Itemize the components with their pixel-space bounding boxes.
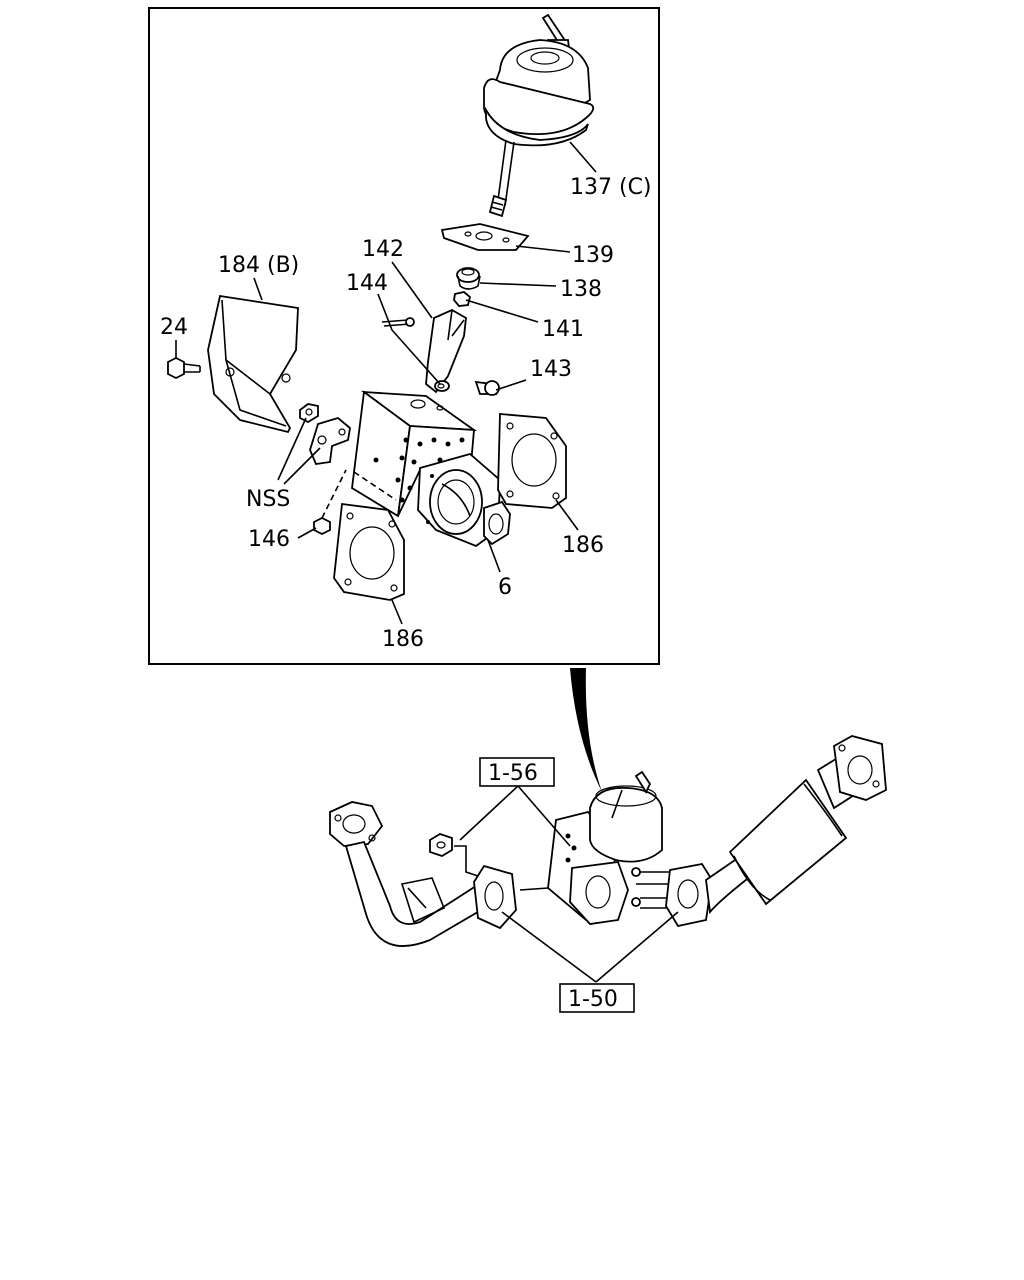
callout-6: 6 <box>498 575 512 600</box>
callout-nss: NSS <box>246 487 290 512</box>
lever-142 <box>425 308 467 394</box>
pin-bolt-143 <box>474 380 500 396</box>
callout-141: 141 <box>542 317 584 342</box>
callout-139: 139 <box>572 243 614 268</box>
callout-186-right: 186 <box>562 533 604 558</box>
nss-parts <box>299 403 351 465</box>
bushing-138 <box>456 267 481 290</box>
callout-184: 184 (B) <box>218 253 299 278</box>
gasket-plate-139 <box>440 223 530 251</box>
exhaust-pipe-assembly <box>329 735 887 947</box>
vacuum-actuator-137 <box>483 13 595 218</box>
callout-144: 144 <box>346 271 388 296</box>
valve-housing-6 <box>417 453 511 548</box>
reference-box-1-50[interactable]: 1-50 <box>559 983 635 1013</box>
gasket-186-right <box>497 413 567 509</box>
callout-142: 142 <box>362 237 404 262</box>
reference-label-1-50: 1-50 <box>568 987 618 1012</box>
leader-lines <box>175 141 597 625</box>
heat-shield-184 <box>207 294 299 434</box>
reference-leaders <box>459 785 679 983</box>
callout-143: 143 <box>530 357 572 382</box>
callout-186-left: 186 <box>382 627 424 652</box>
reference-box-1-56[interactable]: 1-56 <box>479 757 555 787</box>
callout-137: 137 (C) <box>570 175 652 200</box>
callout-146: 146 <box>248 527 290 552</box>
gasket-186-left <box>333 502 405 601</box>
reference-label-1-56: 1-56 <box>488 761 538 786</box>
detail-pointer-arrow <box>570 668 602 792</box>
callout-24: 24 <box>160 315 188 340</box>
bolt-24 <box>167 356 201 380</box>
detail-frame <box>148 7 660 665</box>
callout-138: 138 <box>560 277 602 302</box>
pin-144 <box>381 317 415 327</box>
nut-141 <box>453 291 472 307</box>
